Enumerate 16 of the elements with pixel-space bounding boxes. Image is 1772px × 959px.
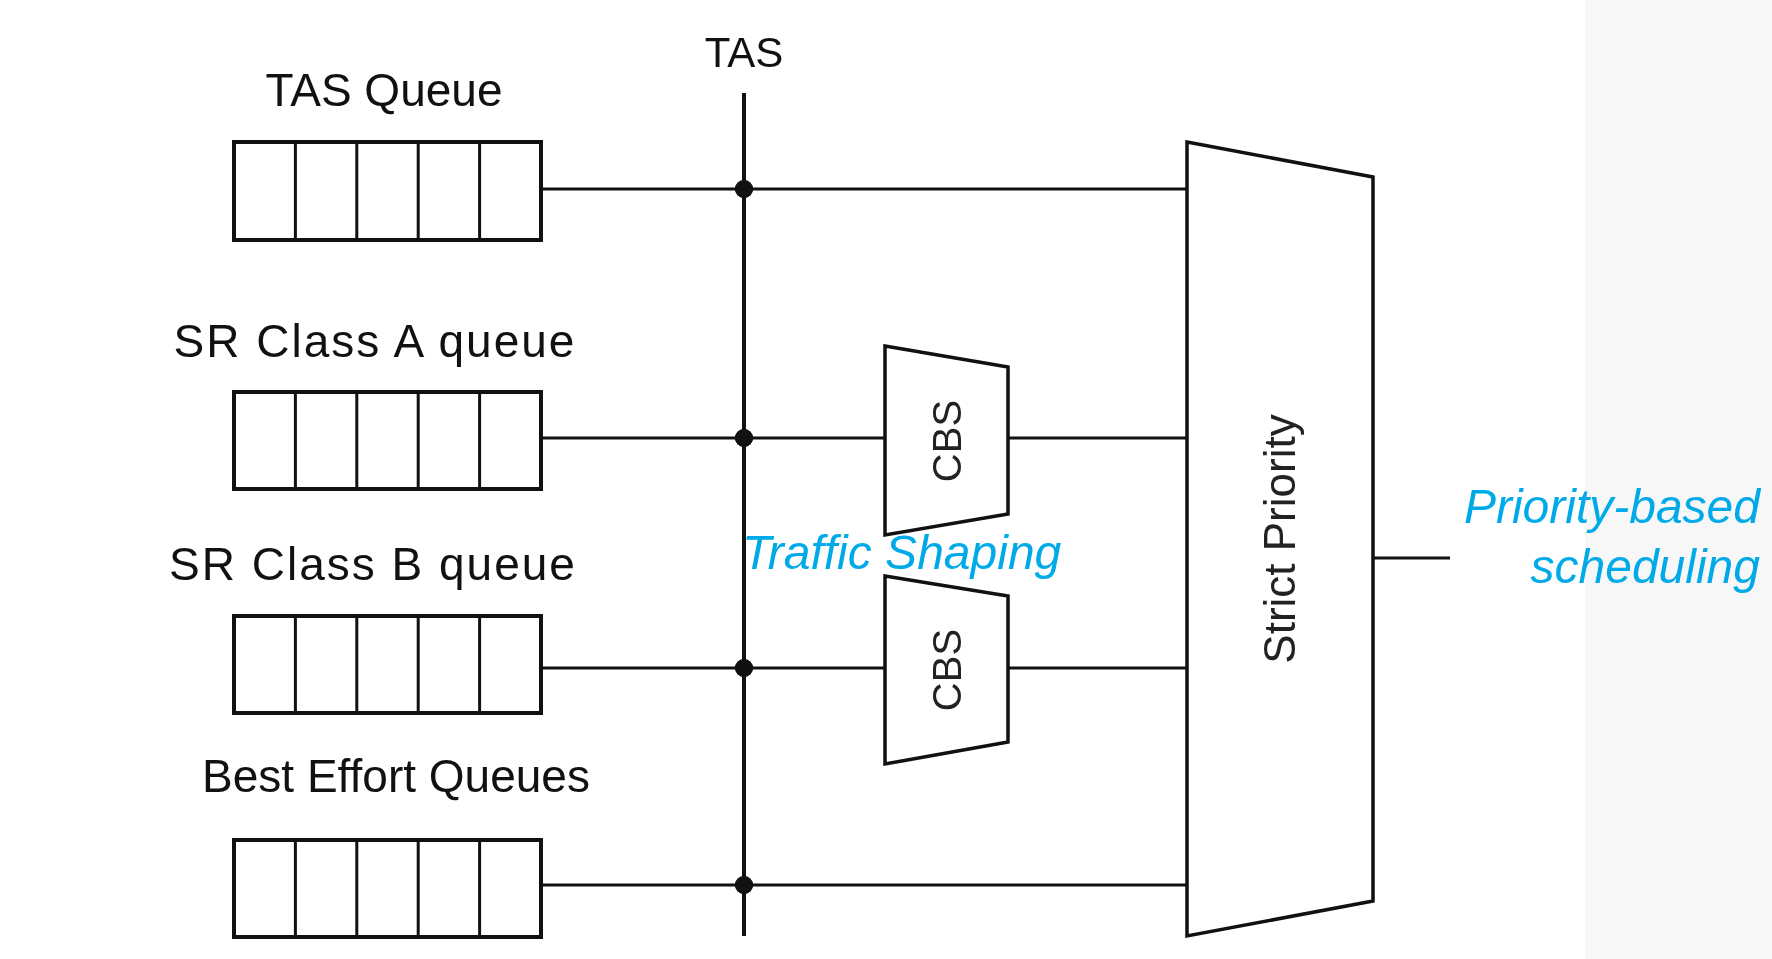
node-label: CBS xyxy=(924,399,969,482)
connector-line xyxy=(735,429,885,447)
queue-label: SR Class A queue xyxy=(173,314,577,368)
queue-label: TAS Queue xyxy=(265,63,503,117)
node-label: Strict Priority xyxy=(1255,414,1305,664)
node-label: CBS xyxy=(924,628,969,712)
connector-line xyxy=(735,180,1187,198)
queue-label: Best Effort Queues xyxy=(202,749,590,803)
shaper-trapezoid xyxy=(885,346,1008,535)
connector-line xyxy=(735,659,885,677)
annotation-text: Traffic Shaping xyxy=(742,525,1063,581)
connector-line xyxy=(735,876,1187,894)
multiplexer-trapezoid xyxy=(1187,142,1373,936)
queue-label: SR Class B queue xyxy=(169,537,577,591)
annotation-text: Priority-based scheduling xyxy=(1462,479,1760,595)
gate-label: TAS xyxy=(704,29,784,77)
